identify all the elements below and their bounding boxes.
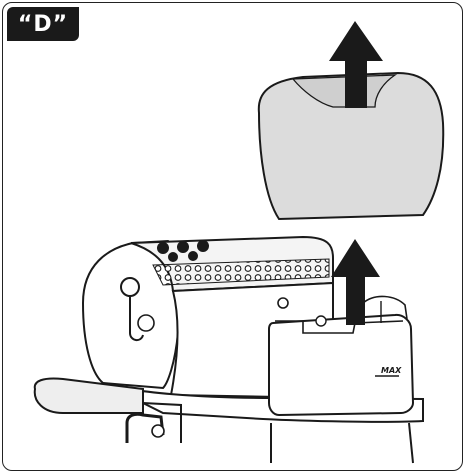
lift-arrow-lower-icon xyxy=(331,239,380,325)
max-level-mark: MAX xyxy=(381,366,402,375)
instruction-panel: “D” xyxy=(2,2,463,471)
espresso-machine-illustration: MAX xyxy=(3,3,463,471)
